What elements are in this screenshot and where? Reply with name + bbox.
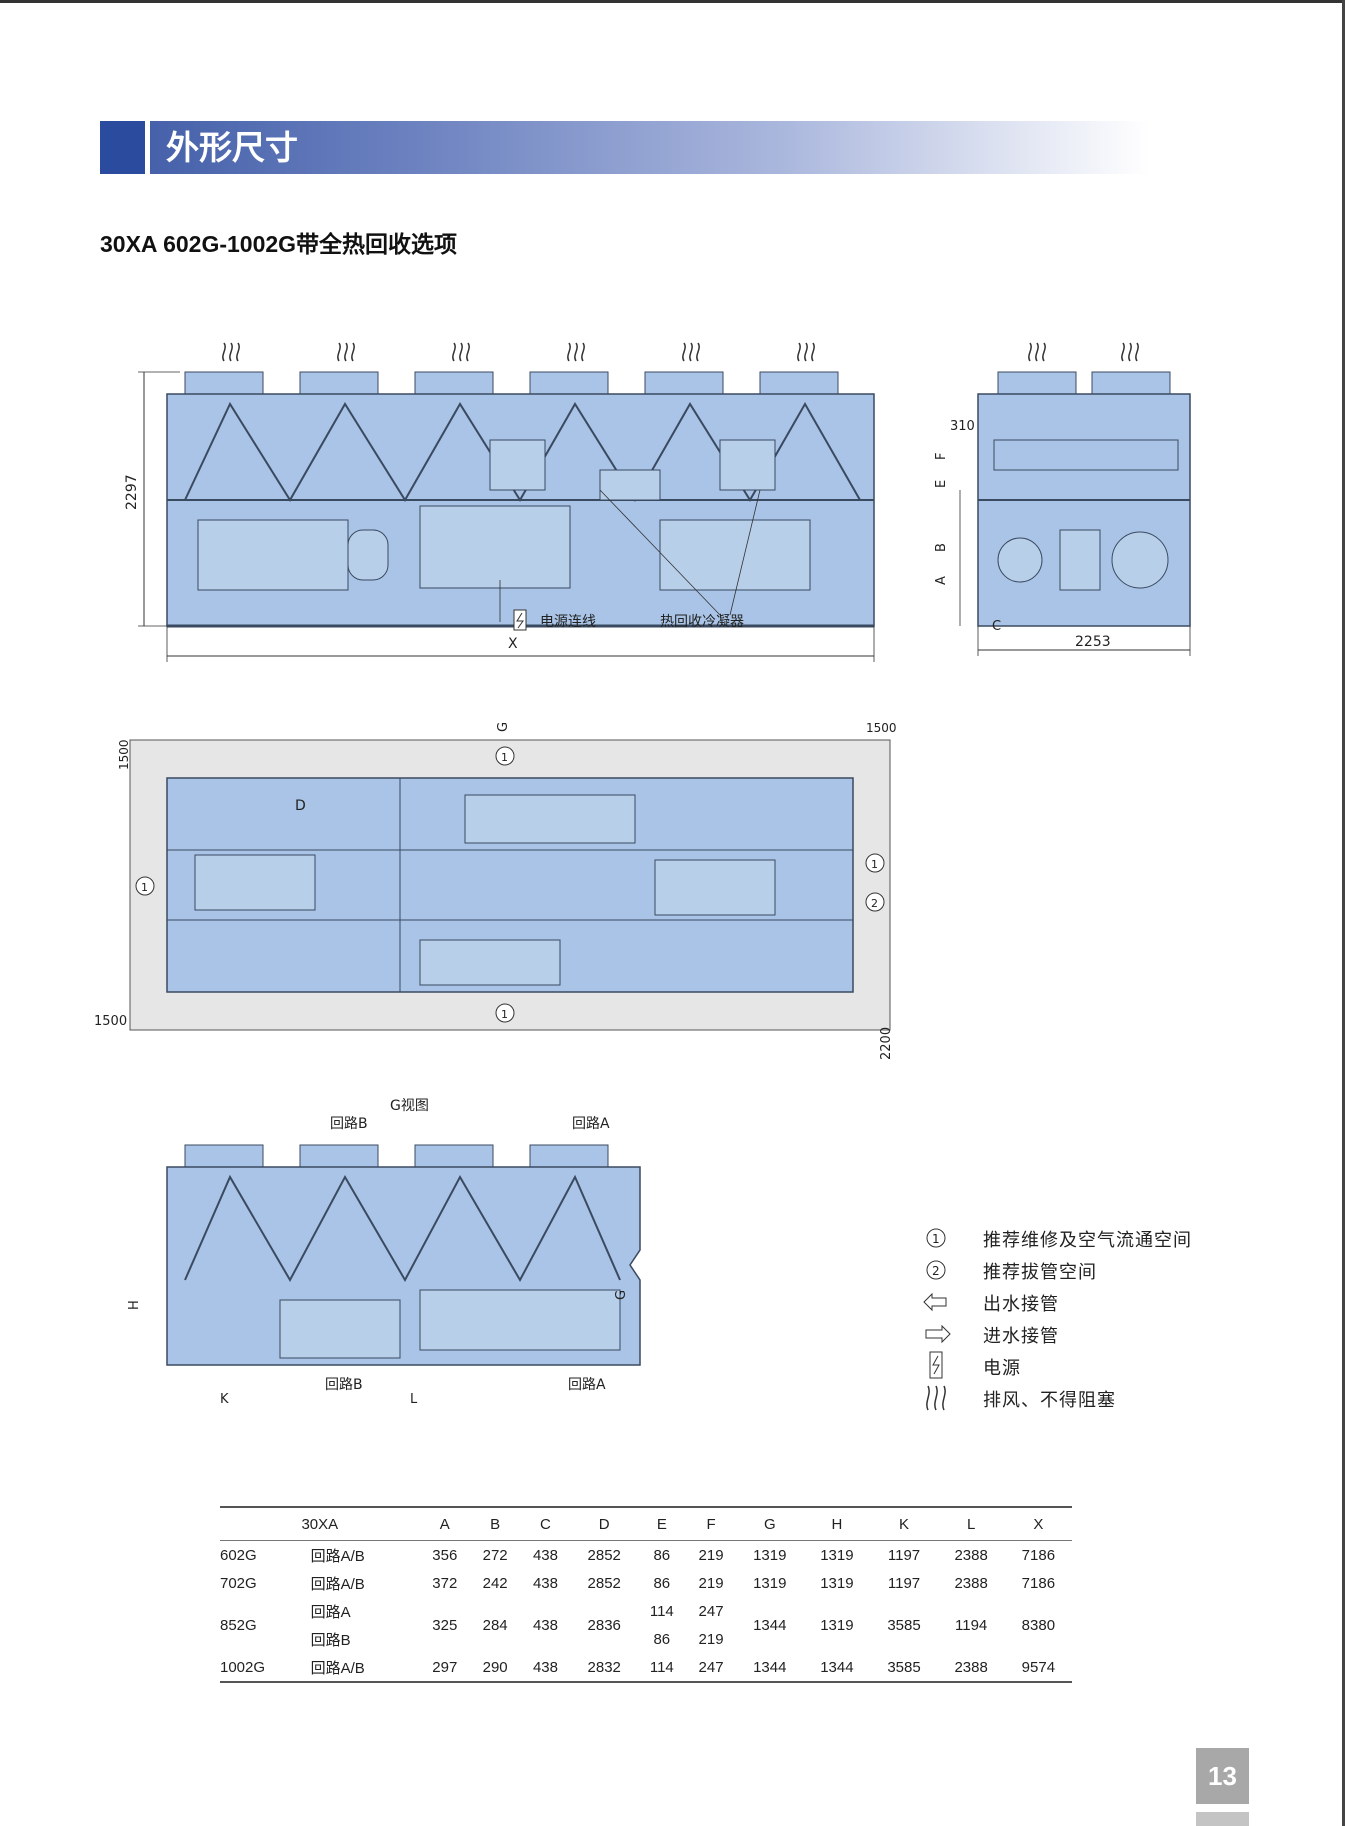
section-header-block	[100, 121, 145, 174]
unit-body-side	[977, 393, 1191, 627]
section-title: 外形尺寸	[166, 128, 298, 167]
model-range-title: 30XA 602G-1002G带全热回收选项	[100, 231, 458, 257]
svg-text:回路B: 回路B	[325, 1377, 363, 1393]
air-discharge-icon	[926, 1385, 946, 1411]
header-d: D	[570, 1506, 638, 1541]
header-e: E	[637, 1506, 686, 1541]
svg-text:回路A: 回路A	[572, 1116, 610, 1132]
svg-text:2200: 2200	[879, 1027, 894, 1060]
table-row: 852G 回路A 325 284 438 2836 114 247 1344 1…	[220, 1602, 1056, 1634]
page-number: 13	[1196, 1748, 1249, 1804]
svg-text:D: D	[295, 798, 306, 814]
header-a: A	[419, 1506, 470, 1541]
svg-text:C: C	[992, 619, 1001, 634]
svg-text:1500: 1500	[117, 739, 131, 770]
svg-text:A: A	[934, 576, 949, 585]
table-header-row: 30XA A B C D E F G H K L X	[220, 1506, 1072, 1541]
legend-item: 电源	[920, 1350, 1240, 1382]
dim-310-label: 310	[950, 419, 975, 434]
svg-text:回路B: 回路B	[330, 1116, 368, 1132]
page-frame-right	[1342, 0, 1345, 1826]
compressor-left	[197, 519, 349, 591]
section-header-gap	[145, 121, 150, 174]
circled-one-icon: 1	[926, 1228, 946, 1248]
svg-text:K: K	[220, 1392, 229, 1407]
header-k: K	[870, 1506, 938, 1541]
header-h: H	[803, 1506, 871, 1541]
fan-housings	[184, 371, 839, 395]
svg-text:1: 1	[501, 1008, 508, 1021]
header-x: X	[1004, 1506, 1072, 1541]
legend-item: 出水接管	[920, 1286, 1240, 1318]
fan-discharge-icons	[222, 342, 815, 362]
fan-discharge-icons	[1028, 342, 1139, 362]
svg-text:B: B	[934, 543, 949, 552]
legend-item: 排风、不得阻塞	[920, 1382, 1240, 1414]
height-dim-label: 2297	[124, 474, 140, 510]
header-l: L	[937, 1506, 1005, 1541]
legend-item: 进水接管	[920, 1318, 1240, 1350]
svg-text:1500: 1500	[94, 1014, 127, 1029]
power-supply-icon	[929, 1351, 943, 1379]
header-c: C	[520, 1506, 571, 1541]
table-row: 回路B 86 219	[310, 1630, 724, 1649]
power-connection-label: 电源连线	[540, 614, 596, 630]
svg-text:H: H	[127, 1300, 142, 1310]
header-g: G	[736, 1506, 804, 1541]
svg-text:回路A: 回路A	[568, 1377, 606, 1393]
header-b: B	[469, 1506, 521, 1541]
dimension-table: 30XA A B C D E F G H K L X 602G 回路A/B 35…	[220, 1506, 1072, 1683]
svg-text:1: 1	[932, 1232, 940, 1246]
header-30xa: 30XA	[220, 1506, 420, 1541]
page-frame-top	[0, 0, 1345, 3]
svg-text:1500: 1500	[866, 721, 897, 735]
plan-view-drawing: G 1 D 1 1 2 1 1500 1500 1500 2200	[94, 721, 897, 1060]
svg-text:G视图: G视图	[390, 1098, 429, 1114]
header-f: F	[685, 1506, 737, 1541]
side-view-drawing: 310 F E B A C 2253	[934, 342, 1191, 656]
legend: 1 推荐维修及空气流通空间 2 推荐拔管空间 出水接管 进水接管 电源 排风、不…	[920, 1222, 1240, 1414]
power-supply-icon	[513, 609, 527, 631]
page-tab	[1196, 1812, 1249, 1826]
side-width-label: 2253	[1075, 634, 1111, 650]
legend-item: 1 推荐维修及空气流通空间	[920, 1222, 1240, 1254]
width-dim-label: X	[508, 636, 518, 652]
section-header-band	[100, 121, 1150, 174]
svg-text:G: G	[496, 722, 511, 732]
circled-two-icon: 2	[926, 1260, 946, 1280]
g-view-drawing: G视图 回路B 回路A H G 回路B 回路A K L	[127, 1098, 641, 1407]
svg-text:1: 1	[501, 751, 508, 764]
coil-truss	[184, 401, 861, 502]
legend-item: 2 推荐拔管空间	[920, 1254, 1240, 1286]
svg-text:E: E	[934, 480, 949, 488]
heat-recovery-condenser-label: 热回收冷凝器	[660, 614, 744, 630]
svg-text:F: F	[934, 453, 949, 460]
water-outlet-icon	[923, 1292, 947, 1312]
svg-text:2: 2	[871, 897, 878, 910]
svg-text:L: L	[410, 1392, 418, 1407]
svg-text:2: 2	[932, 1264, 940, 1278]
svg-text:1: 1	[871, 858, 878, 871]
svg-text:G: G	[614, 1290, 629, 1300]
control-box	[419, 505, 571, 589]
front-view-drawing: 2297 X 电源连线 热回收冷凝器	[124, 342, 875, 662]
water-inlet-icon	[925, 1324, 951, 1344]
compressor-right	[659, 519, 811, 591]
svg-text:1: 1	[141, 881, 148, 894]
